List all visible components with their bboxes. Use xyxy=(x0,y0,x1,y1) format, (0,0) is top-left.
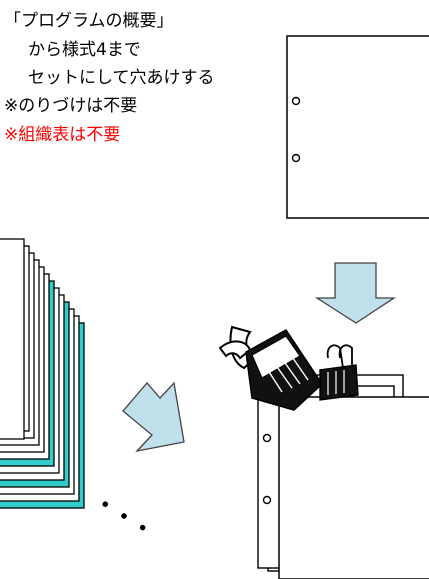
small-binder-clip-icon xyxy=(319,344,359,401)
instruction-title: 「プログラムの概要」 xyxy=(4,11,174,31)
instruction-range: から様式4まで xyxy=(28,40,141,60)
instruction-no-org-chart: ※組織表は不要 xyxy=(4,125,121,145)
hole-punched-page-icon xyxy=(286,35,429,219)
binder-clip-icon xyxy=(218,325,323,411)
instruction-no-glue: ※のりづけは不要 xyxy=(4,96,138,116)
down-arrow-icon xyxy=(314,262,397,324)
right-arrow-icon xyxy=(122,381,185,453)
page-stack xyxy=(0,238,85,509)
instruction-set-punch: セットにして穴あけする xyxy=(28,68,215,88)
continuation-dots: ・・・ xyxy=(88,489,157,545)
